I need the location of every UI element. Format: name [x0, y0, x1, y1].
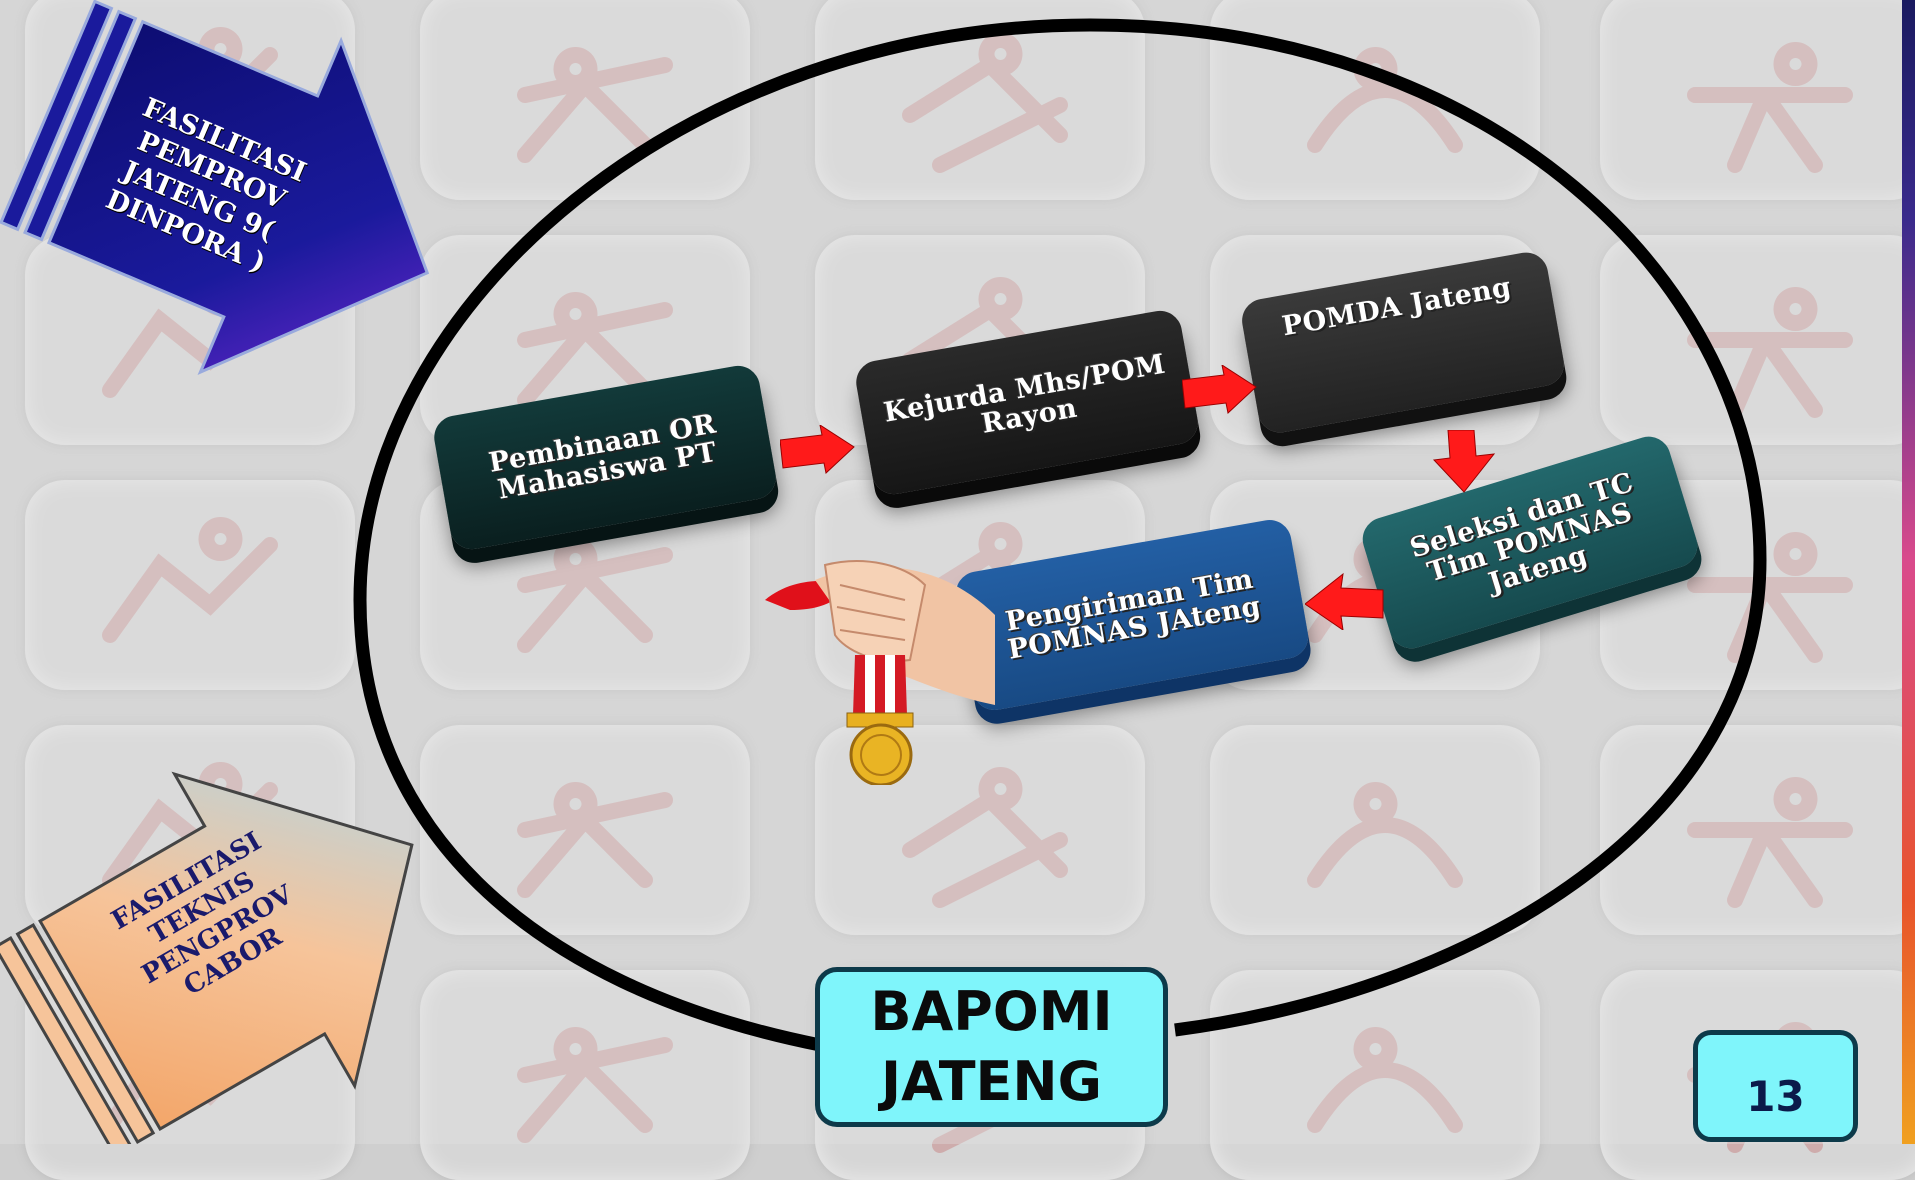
edge-bar-bottom — [1902, 900, 1915, 1144]
sport-pictogram-icon — [517, 782, 673, 898]
sport-pictogram-icon — [1687, 42, 1853, 173]
step-pembinaan-label: Pembinaan OR Mahasiswa PT — [486, 407, 720, 506]
sport-tile — [1210, 725, 1540, 935]
sport-tile — [1600, 725, 1915, 935]
pemprov-arrow-shape — [0, 0, 430, 376]
process-ellipse — [353, 18, 1767, 1052]
sport-pictogram-icon — [1687, 777, 1853, 908]
sport-pictogram-icon — [517, 292, 673, 408]
sport-pictogram-icon — [1687, 287, 1853, 418]
edge-bar-top — [1902, 0, 1915, 220]
step-kejurda-label: Kejurda Mhs/POM Rayon — [881, 348, 1168, 440]
sport-tile — [420, 0, 750, 200]
sport-pictogram-icon — [1307, 1027, 1463, 1133]
sport-tile — [420, 725, 750, 935]
sport-pictogram-icon — [902, 32, 1068, 173]
sport-pictogram-icon — [902, 767, 1068, 908]
page-number: 13 — [1693, 1030, 1858, 1142]
sport-tile — [1600, 0, 1915, 200]
flow-arrow-4 — [1305, 572, 1384, 630]
sport-tile — [1210, 0, 1540, 200]
sport-pictogram-icon — [517, 537, 673, 653]
bapomi-jateng-box: BAPOMI JATENG — [815, 967, 1168, 1127]
hand-medal-illustration — [765, 560, 995, 785]
sport-pictogram-icon — [517, 47, 673, 163]
flow-arrow-3 — [1432, 430, 1496, 493]
sport-pictogram-icon — [102, 517, 278, 643]
teknis-arrow-shape — [0, 771, 414, 1144]
sport-pictogram-icon — [517, 1027, 673, 1143]
sport-pictogram-icon — [1307, 47, 1463, 153]
flow-arrow-2 — [1182, 365, 1257, 414]
flow-arrow-1 — [780, 425, 855, 474]
sport-tile — [25, 480, 355, 690]
sport-pictogram-icon — [1307, 782, 1463, 888]
edge-bar-middle — [1902, 220, 1915, 900]
step-pengiriman-label: Pengiriman Tim POMNAS JAteng — [1003, 563, 1264, 666]
